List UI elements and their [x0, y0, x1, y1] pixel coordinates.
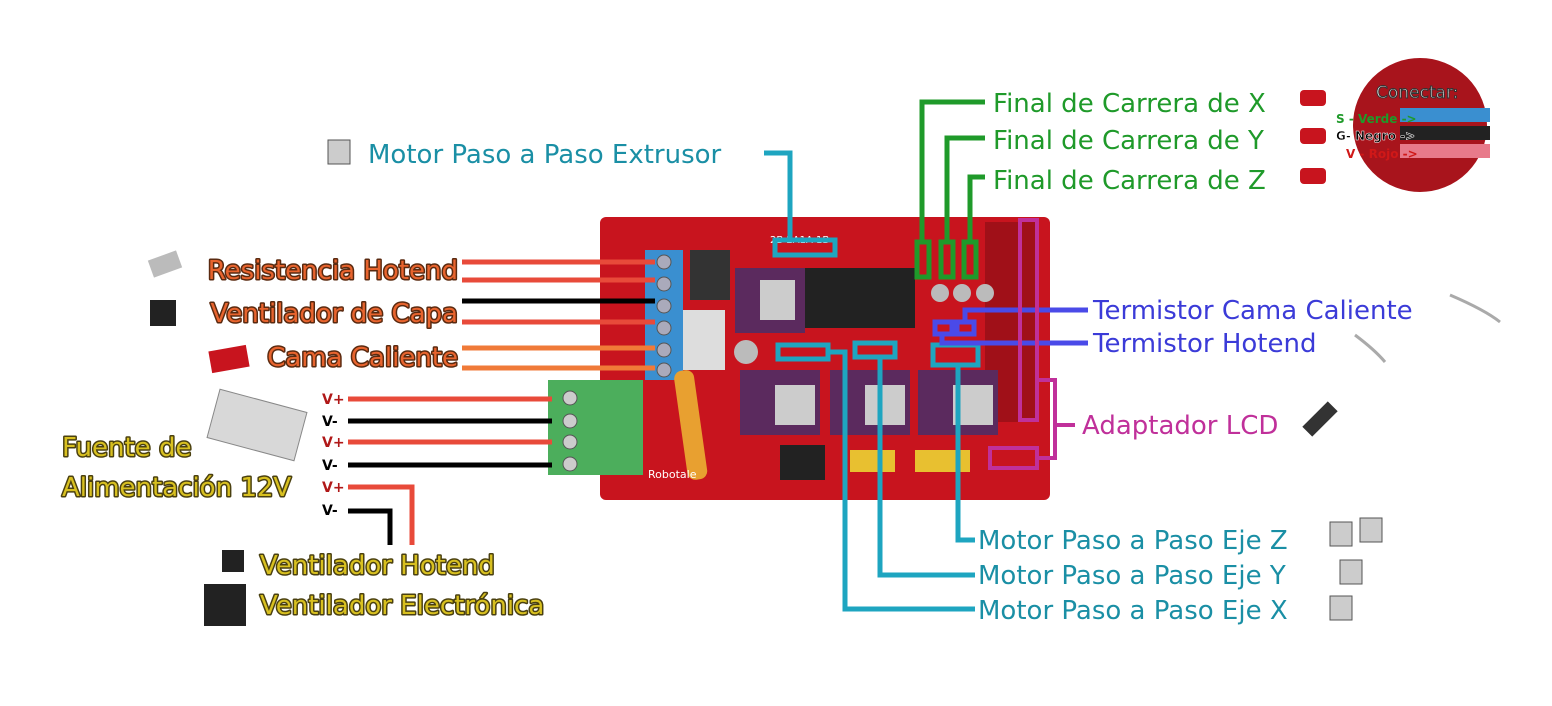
lcd-adapter-label: Adaptador LCD [1082, 411, 1278, 441]
vplus-label: V+ [322, 435, 345, 451]
motor-y-label: Motor Paso a Paso Eje Y [978, 561, 1286, 591]
fan-icon [204, 584, 246, 626]
endstop-y-label: Final de Carrera de Y [993, 126, 1264, 156]
connector-ground: G- Negro -> [1336, 129, 1415, 143]
stepper-motor-icon [327, 139, 351, 165]
output-wires [462, 259, 655, 371]
fan-icon [222, 550, 244, 572]
hotend-thermistor-label: Termistor Hotend [1092, 329, 1316, 359]
hotend-fan-label: Ventilador Hotend [260, 551, 495, 581]
power-supply-label-2: Alimentación 12V [62, 473, 291, 503]
motor-extruder-label: Motor Paso a Paso Extrusor [368, 140, 722, 170]
lcd-lines [988, 218, 1075, 470]
power-terminal-block [548, 380, 643, 475]
vminus-label: V- [322, 414, 338, 430]
thermistor-icon [1354, 333, 1387, 363]
thermistor-icon [1449, 293, 1501, 324]
thermistor-lines [932, 307, 1088, 346]
stepper-driver [830, 370, 910, 435]
hotend-heater-label: Resistencia Hotend [208, 256, 458, 286]
stepper-motor-icon [1329, 517, 1383, 547]
vplus-label: V+ [322, 392, 345, 408]
lcd-adapter-icon [1302, 401, 1338, 437]
connector-title: Conectar: [1376, 83, 1458, 103]
connector-voltage: V - Rojo -> [1346, 147, 1418, 161]
heated-bed-label: Cama Caliente [267, 343, 458, 373]
stepper-motor-icon [1329, 595, 1353, 621]
motor-z-label: Motor Paso a Paso Eje Z [978, 526, 1288, 556]
endstop-z-label: Final de Carrera de Z [993, 166, 1266, 196]
fan-icon [150, 300, 176, 326]
connector-signal: S - Verde -> [1336, 112, 1417, 126]
layer-fan-label: Ventilador de Capa [211, 299, 458, 329]
endstop-x-icon [1300, 90, 1326, 106]
power-wires [348, 396, 552, 545]
stepper-driver [735, 268, 805, 333]
motor-x-label: Motor Paso a Paso Eje X [978, 596, 1288, 626]
power-supply-icon [206, 388, 308, 462]
power-supply-label-1: Fuente de [62, 433, 191, 463]
stepper-driver [740, 370, 820, 435]
vminus-label: V- [322, 503, 338, 519]
endstop-y-icon [1300, 128, 1326, 144]
stepper-motor-icon [1339, 559, 1363, 585]
vminus-label: V- [322, 458, 338, 474]
endstop-x-label: Final de Carrera de X [993, 89, 1266, 119]
motor-lines [764, 150, 981, 612]
endstop-z-icon [1300, 168, 1326, 184]
board-brand: Robotale [648, 468, 697, 481]
vplus-label: V+ [322, 480, 345, 496]
connector-inset: Conectar: S - Verde -> G- Negro -> V - R… [1336, 56, 1490, 194]
hotend-heater-icon [147, 250, 183, 278]
heated-bed-icon [208, 344, 250, 374]
bed-thermistor-label: Termistor Cama Caliente [1092, 296, 1413, 326]
electronics-fan-label: Ventilador Electrónica [260, 591, 544, 621]
endstop-lines [914, 99, 985, 280]
